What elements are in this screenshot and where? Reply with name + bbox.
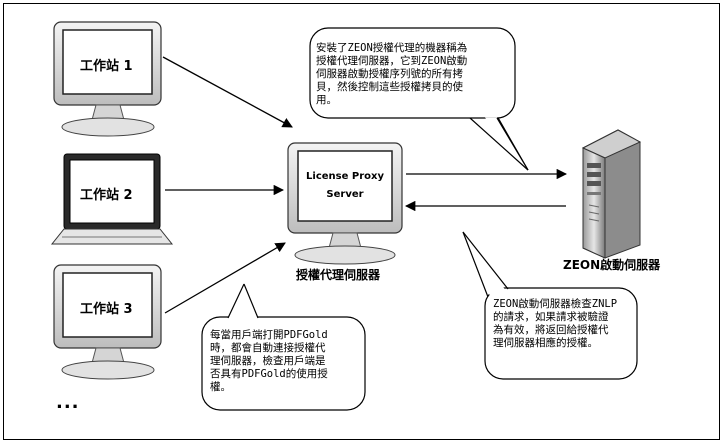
workstation-2-label: 工作站 2 (80, 188, 133, 203)
workstation-1-label: 工作站 1 (80, 59, 133, 74)
bubble-bottom-right (462, 231, 638, 380)
proxy-caption: 授權代理伺服器 (296, 268, 381, 282)
proxy-screen-line-1: License Proxy (306, 171, 384, 182)
bubble-bottom-left (201, 283, 366, 411)
proxy-screen-text: License Proxy Server (295, 168, 395, 204)
arrow-ws1-to-proxy (162, 56, 293, 128)
workstation-3-label: 工作站 3 (80, 302, 133, 317)
proxy-server-monitor-icon (287, 142, 403, 265)
bubble-bottom-right-text: ZEON啟動伺服器檢查ZNLP 的請求，如果請求被驗證 為有效，將返回給授權代 … (493, 298, 618, 349)
workstation-2-laptop-icon (50, 153, 174, 245)
bubble-top-text: 安裝了ZEON授權代理的機器稱為 授權代理伺服器，它到ZEON啟動 伺服器啟動授… (316, 42, 468, 106)
zeon-server-tower-icon (581, 129, 642, 259)
diagram-frame (3, 3, 720, 440)
proxy-screen-line-2: Server (326, 189, 364, 200)
bubble-bottom-left-text: 每當用戶端打開PDFGold 時，都會自動連接授權代 理伺服器，檢查用戶端是 否… (210, 329, 328, 393)
zeon-server-caption: ZEON啟動伺服器 (563, 258, 661, 272)
workstation-1-monitor-icon (53, 21, 162, 137)
workstation-3-monitor-icon (53, 264, 162, 380)
arrow-ws3-to-proxy (164, 242, 286, 314)
more-workstations-indicator: ... (56, 392, 80, 413)
bubble-top (309, 27, 529, 171)
